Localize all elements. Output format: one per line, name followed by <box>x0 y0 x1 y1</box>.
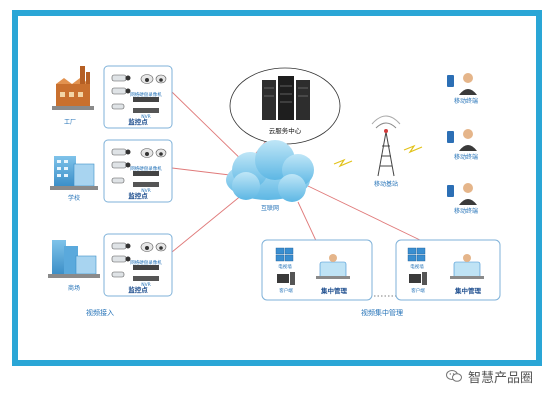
dvr-device-1 <box>133 97 159 102</box>
nvr-label-2: NVR <box>141 188 151 194</box>
mall-icon <box>48 240 100 278</box>
watermark-text: 智慧产品圈 <box>468 370 534 386</box>
site-mall: 商场 <box>48 240 100 292</box>
wireless-link-icon <box>333 158 353 168</box>
factory-icon <box>52 66 94 110</box>
wechat-icon <box>446 370 462 382</box>
pc-icon <box>409 274 421 283</box>
pc-label-2: 客户端 <box>411 287 425 294</box>
site-label-factory: 工厂 <box>64 119 76 126</box>
wireless-link-icon-2 <box>403 144 423 154</box>
site-label-mall: 商场 <box>68 284 80 292</box>
nvr-device-2 <box>133 182 159 187</box>
user-icon <box>463 183 473 193</box>
dvr-label-2: 网络硬盘录像机 <box>130 165 162 172</box>
central-mgmt-label-1: 集中管理 <box>320 286 348 295</box>
user-icon <box>463 129 473 139</box>
cloud-center-label: 云服务中心 <box>269 126 302 135</box>
phone-icon <box>447 185 454 197</box>
site-label-school: 学校 <box>68 194 80 202</box>
operator-icon <box>450 254 484 279</box>
camera-icons-2 <box>111 148 167 169</box>
base-station-label: 移动基站 <box>374 180 398 188</box>
site-school: 学校 <box>50 156 98 202</box>
user-icon <box>463 73 473 83</box>
dvr-label-3: 网络硬盘录像机 <box>130 259 162 266</box>
mobile-user-label-2: 移动终端 <box>454 153 478 161</box>
camera-icons-3 <box>111 242 167 263</box>
video-wall-icon <box>275 247 294 262</box>
phone-icon <box>447 131 454 143</box>
base-station: 移动基站 <box>371 115 401 188</box>
nvr-device-1 <box>133 108 159 113</box>
monitor-box-label-2: 监控点 <box>128 191 148 200</box>
mobile-user-3: 移动终端 <box>447 183 478 215</box>
monitor-box-label-3: 监控点 <box>128 285 148 294</box>
mobile-user-label-3: 移动终端 <box>454 207 478 215</box>
watermark: 智慧产品圈 <box>446 366 533 386</box>
operator-icon <box>316 254 350 279</box>
phone-icon <box>447 75 454 87</box>
mobile-user-label-1: 移动终端 <box>454 97 478 105</box>
camera-small-2 <box>111 177 125 184</box>
site-factory: 工厂 <box>52 66 94 126</box>
connection-lines <box>171 91 421 253</box>
dvr-label-1: 网络硬盘录像机 <box>130 91 162 98</box>
mobile-user-1: 移动终端 <box>447 73 478 105</box>
monitor-box-2: 网络硬盘录像机 NVR 监控点 <box>103 139 173 203</box>
management-center-2: 电视墙 客户端 集中管理 <box>395 239 501 301</box>
nvr-label-1: NVR <box>141 114 151 120</box>
video-access-label: 视频接入 <box>86 308 114 317</box>
tower-icon <box>371 115 401 177</box>
school-icon <box>50 156 98 190</box>
camera-small-1 <box>111 103 125 110</box>
video-wall-icon <box>407 247 426 262</box>
pc-icon <box>277 274 289 283</box>
camera-icons-1 <box>111 74 167 95</box>
dvr-device-2 <box>133 171 159 176</box>
dvr-device-3 <box>133 265 159 270</box>
camera-small-3 <box>111 271 125 278</box>
monitor-box-1: 网络硬盘录像机 NVR 监控点 <box>103 65 173 129</box>
internet-label: 互联网 <box>261 204 279 212</box>
server-icon <box>262 76 310 120</box>
nvr-device-3 <box>133 276 159 281</box>
screen-label-2: 电视墙 <box>410 263 424 270</box>
screen-label-1: 电视墙 <box>278 263 292 270</box>
monitor-box-label-1: 监控点 <box>128 117 148 126</box>
central-mgmt-label-2: 集中管理 <box>454 286 482 295</box>
mobile-user-2: 移动终端 <box>447 129 478 161</box>
nvr-label-3: NVR <box>141 282 151 288</box>
cloud-service-center: 云服务中心 <box>229 67 341 145</box>
pc-label-1: 客户端 <box>279 287 293 294</box>
management-center-1: 电视墙 客户端 集中管理 <box>261 239 373 301</box>
video-central-mgmt-label: 视频集中管理 <box>361 308 403 317</box>
internet-cloud: 互联网 <box>226 140 314 212</box>
monitor-box-3: 网络硬盘录像机 NVR 监控点 <box>103 233 173 297</box>
